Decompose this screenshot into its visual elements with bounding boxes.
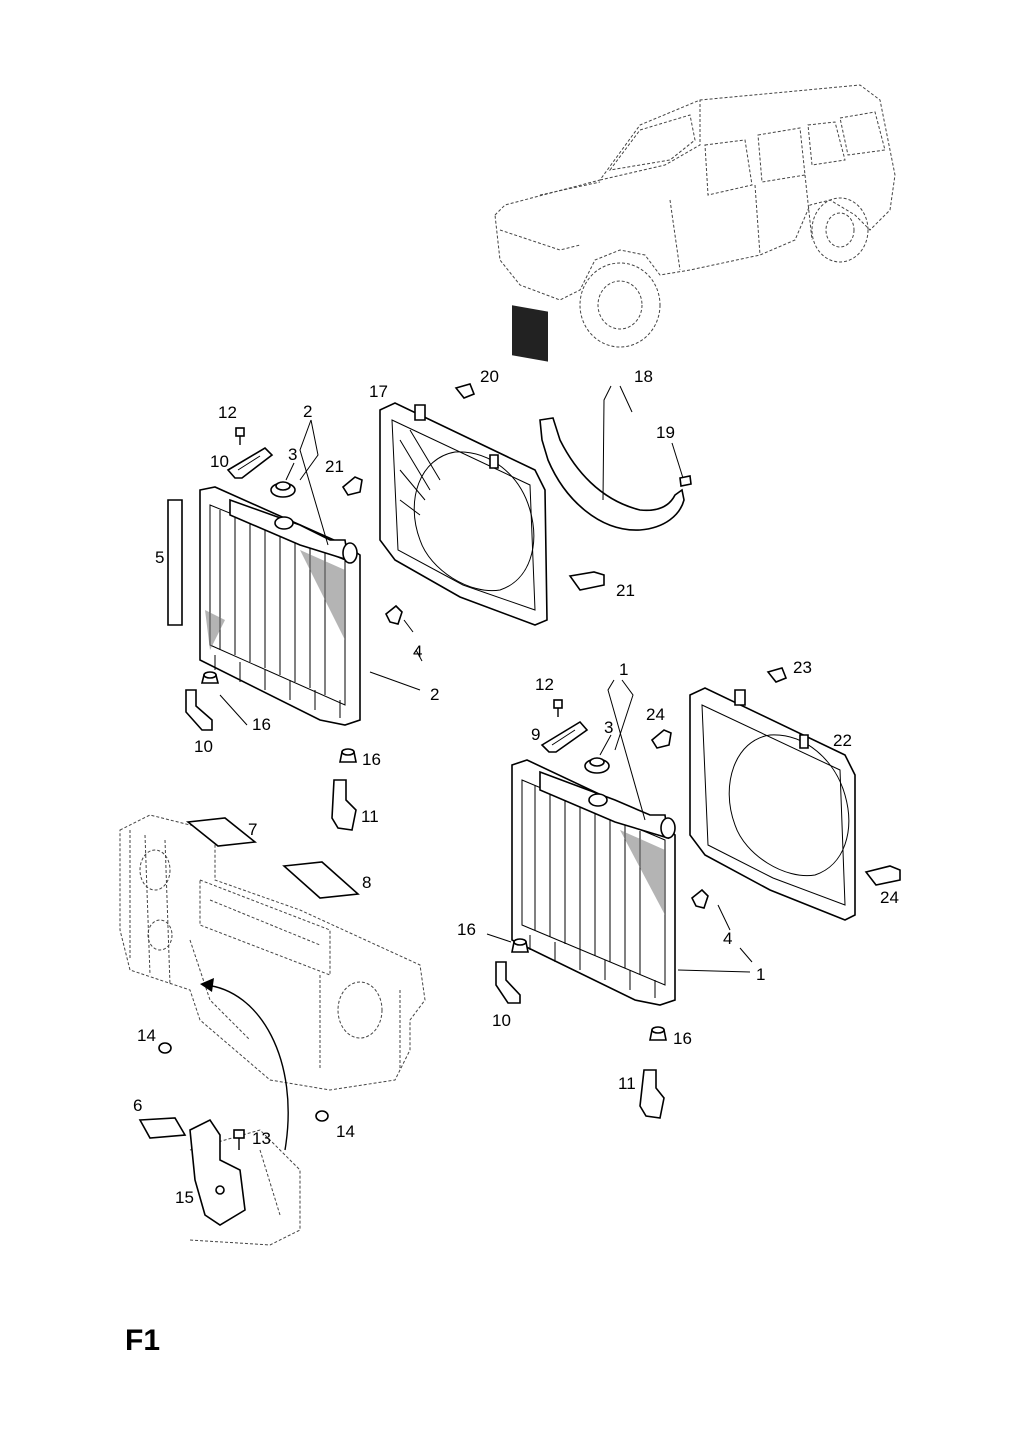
callout-24: 24	[646, 705, 665, 724]
callout-20: 20	[480, 367, 499, 386]
callout-2: 2	[303, 402, 312, 421]
pad-8	[282, 861, 360, 899]
pad-7	[185, 817, 258, 847]
clip-20	[454, 383, 476, 399]
callout-12: 12	[218, 403, 237, 422]
callout-4: 4	[723, 929, 732, 948]
clip-21-upper	[341, 476, 363, 496]
callout-9: 9	[531, 725, 540, 744]
page-label: F1	[125, 1324, 160, 1357]
fan-shroud-lower	[689, 687, 856, 921]
fan-shroud-upper	[379, 402, 548, 626]
callout-labels: 2 2 12 10 3 5 21 17 20 18 19 21 4 16 10 …	[133, 367, 899, 1207]
clip-21-lower	[568, 571, 605, 591]
callout-8: 8	[362, 873, 371, 892]
callout-11: 11	[618, 1074, 636, 1093]
callout-10: 10	[492, 1011, 511, 1030]
callout-18: 18	[634, 367, 653, 386]
callout-21: 21	[325, 457, 344, 476]
callout-9: 10	[210, 452, 229, 471]
callout-3: 3	[288, 445, 297, 464]
callout-16: 16	[457, 920, 476, 939]
clip-23	[766, 667, 788, 683]
callout-16: 16	[673, 1029, 692, 1048]
pad-6	[138, 1117, 187, 1139]
callout-10: 10	[194, 737, 213, 756]
callout-12: 12	[535, 675, 554, 694]
callout-3: 3	[604, 718, 613, 737]
clip-19	[679, 475, 692, 487]
callout-21: 21	[616, 581, 635, 600]
radiator-assembly-lower	[495, 699, 709, 1119]
callout-14: 14	[336, 1122, 355, 1141]
callout-24: 24	[880, 888, 899, 907]
callout-11: 11	[361, 807, 379, 826]
callout-22: 22	[833, 731, 852, 750]
callout-1: 1	[756, 965, 765, 984]
callout-5: 5	[155, 548, 164, 567]
radiator-assembly-upper	[167, 427, 403, 831]
callout-6: 6	[133, 1096, 142, 1115]
callout-17: 17	[369, 382, 388, 401]
front-panel-structure	[119, 814, 426, 1246]
callout-1: 1	[619, 660, 628, 679]
callout-14: 14	[137, 1026, 156, 1045]
callout-7: 7	[248, 820, 257, 839]
clip-24-lower	[864, 865, 901, 886]
callout-16: 16	[362, 750, 381, 769]
shroud-lower-section	[539, 417, 685, 531]
callout-16: 16	[252, 715, 271, 734]
callout-2: 2	[430, 685, 439, 704]
callout-19: 19	[656, 423, 675, 442]
callout-23: 23	[793, 658, 812, 677]
seal-strip	[167, 499, 183, 626]
bracket-15	[189, 1118, 246, 1226]
callout-13: 13	[252, 1129, 271, 1148]
vehicle-illustration	[494, 84, 896, 362]
callout-15: 15	[175, 1188, 194, 1207]
leader-lines	[219, 385, 753, 973]
callout-4: 4	[413, 642, 422, 661]
